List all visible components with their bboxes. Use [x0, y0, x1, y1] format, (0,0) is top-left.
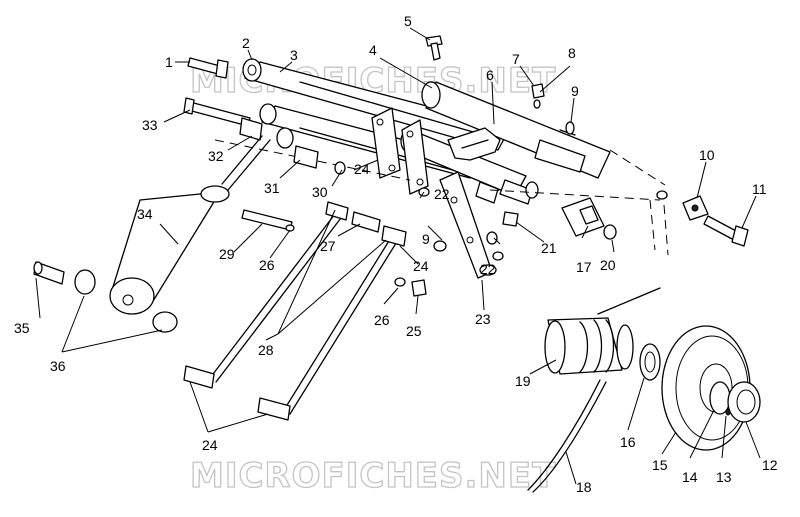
callout-label: 20: [600, 257, 616, 273]
callout-label: 33: [142, 117, 158, 133]
callout-label: 1: [165, 54, 173, 70]
callout-label: 16: [620, 434, 636, 450]
nut-9: [433, 240, 447, 252]
adjuster-arm: [439, 171, 497, 279]
callout-label: 22: [480, 261, 496, 277]
callout-label: 3: [290, 47, 298, 63]
callout-label: 18: [576, 479, 592, 495]
bolt-1: [187, 57, 229, 79]
callout-label: 26: [259, 257, 275, 273]
callout-label: 24: [202, 437, 218, 453]
callout-labels: 1 2 3 4 5 6 7 8 9 10 11 33 32 31 30 24 3…: [14, 13, 778, 495]
washer-22a: [486, 231, 498, 245]
callout-label: 32: [208, 148, 224, 164]
callout-label: 22: [434, 186, 450, 202]
link-rod-upper: [183, 201, 349, 389]
callout-label: 21: [541, 240, 557, 256]
bushing-32b: [276, 127, 294, 149]
callout-label: 28: [258, 342, 274, 358]
callout-label: 25: [406, 323, 422, 339]
callout-label: 11: [752, 181, 767, 197]
callout-label: 35: [14, 320, 30, 336]
cap-12: [727, 381, 761, 423]
callout-label: 10: [699, 147, 715, 163]
callout-label: 2: [242, 35, 250, 51]
bolt-21: [502, 211, 519, 227]
callout-label: 36: [50, 358, 66, 374]
callout-label: 31: [264, 180, 280, 196]
callout-label: 23: [475, 311, 491, 327]
callout-label: 24: [413, 258, 429, 274]
callout-label: 6: [486, 67, 494, 83]
leader-lines: [35, 27, 761, 485]
callout-label: 27: [320, 238, 336, 254]
washer-8: [533, 99, 541, 109]
bolt-29: [241, 209, 293, 231]
callout-label: 7: [512, 51, 520, 67]
torsion-spring: [544, 287, 661, 375]
callout-label: 8: [568, 45, 576, 61]
alignment-line-1: [489, 189, 661, 201]
fitting-7: [531, 83, 545, 99]
bushing-36-left: [74, 269, 96, 295]
callout-label: 26: [374, 312, 390, 328]
spring-leg-edge: [532, 381, 607, 493]
callout-label: 15: [652, 457, 668, 473]
washer-16: [639, 343, 661, 381]
callout-label: 34: [137, 206, 153, 222]
callout-label: 30: [312, 184, 328, 200]
nut-9-top: [565, 121, 575, 135]
watermark-bottom: MICROFICHES.NET: [190, 456, 556, 496]
callout-label: 17: [576, 259, 592, 275]
end-bushing: [656, 190, 668, 200]
nut-25: [411, 279, 427, 297]
callout-label: 19: [515, 373, 531, 389]
washer-22b: [492, 251, 504, 261]
alignment-line-2: [609, 149, 666, 186]
bushing-36-right: [152, 311, 178, 333]
upper-front-tube: [421, 81, 611, 179]
callout-label: 4: [369, 42, 377, 58]
bolt-right: [703, 215, 749, 247]
callout-label: 14: [682, 469, 698, 485]
callout-label: 9: [571, 83, 579, 99]
center-bracket: [447, 127, 501, 161]
pin-35: [33, 261, 65, 285]
mounting-plate-right: [401, 119, 429, 195]
mounting-plate-left: [371, 107, 401, 179]
nut-30: [334, 161, 346, 175]
bushing-31: [293, 145, 319, 169]
callout-label: 9: [422, 231, 430, 247]
alignment-line-3: [649, 199, 656, 251]
alignment-line-4: [663, 204, 669, 256]
callout-label: 29: [219, 246, 235, 262]
callout-label: 24: [354, 161, 370, 177]
slider-block: [561, 197, 605, 237]
washer-26a: [285, 224, 295, 232]
end-bracket: [682, 195, 709, 221]
shock-absorber: [109, 135, 271, 315]
upper-crossbar-tube: [242, 58, 511, 151]
callout-label: 5: [404, 13, 412, 29]
washer-26: [394, 277, 406, 287]
spring-leg: [527, 379, 601, 491]
callout-label: 13: [716, 469, 732, 485]
bolt-5: [425, 35, 443, 61]
callout-label: 12: [762, 457, 778, 473]
washer-20: [603, 224, 617, 240]
alignment-line-5: [214, 139, 411, 181]
link-rod-lower: [257, 211, 407, 421]
bushing-32: [239, 117, 263, 141]
bolt-33: [183, 97, 251, 127]
